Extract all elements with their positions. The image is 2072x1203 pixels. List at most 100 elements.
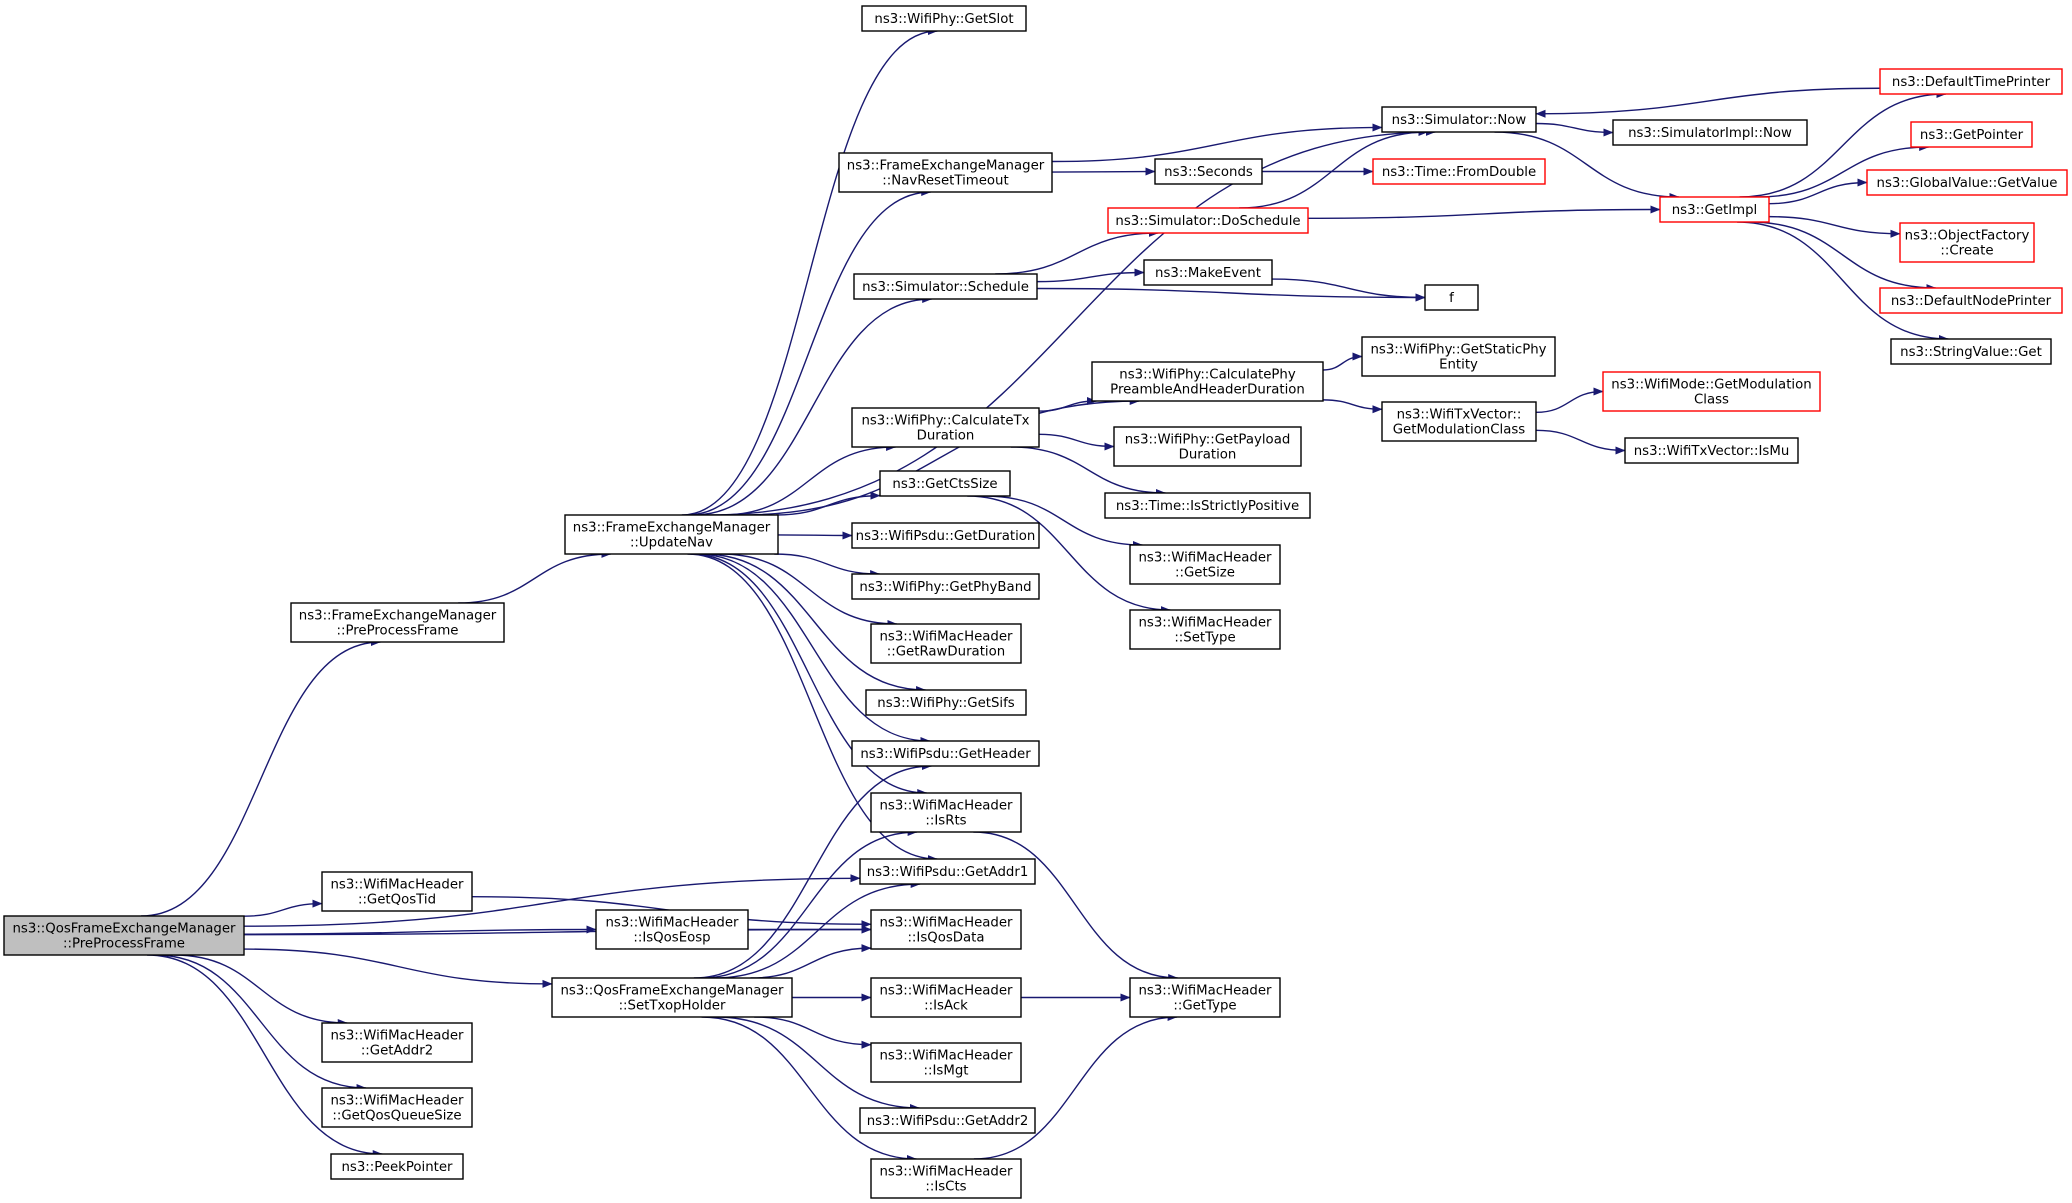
node-txvector_get_mod_class[interactable]: ns3::WifiTxVector::GetModulationClass bbox=[1381, 401, 1537, 442]
node-box-calc_tx_duration[interactable] bbox=[851, 407, 1040, 448]
node-box-fem_preprocess[interactable] bbox=[290, 602, 505, 643]
node-get_impl[interactable]: ns3::GetImpl bbox=[1659, 196, 1770, 223]
node-global_value_get_value[interactable]: ns3::GlobalValue::GetValue bbox=[1866, 169, 2068, 196]
node-box-get_slot[interactable] bbox=[861, 5, 1027, 32]
node-box-set_type[interactable] bbox=[1129, 609, 1281, 650]
node-sim_schedule[interactable]: ns3::Simulator::Schedule bbox=[853, 273, 1038, 300]
node-box-get_impl[interactable] bbox=[1659, 196, 1770, 223]
node-psdu_get_addr2[interactable]: ns3::WifiPsdu::GetAddr2 bbox=[859, 1107, 1036, 1134]
node-string_value_get[interactable]: ns3::StringValue::Get bbox=[1890, 338, 2052, 365]
node-box-default_time_printer[interactable] bbox=[1879, 68, 2063, 95]
node-box-get_type[interactable] bbox=[1129, 977, 1281, 1018]
node-box-string_value_get[interactable] bbox=[1890, 338, 2052, 365]
node-make_event[interactable]: ns3::MakeEvent bbox=[1143, 259, 1273, 286]
node-seconds[interactable]: ns3::Seconds bbox=[1154, 158, 1263, 185]
node-box-is_rts[interactable] bbox=[870, 792, 1022, 833]
node-box-get_cts_size[interactable] bbox=[879, 470, 1011, 497]
node-is_ack[interactable]: ns3::WifiMacHeader::IsAck bbox=[870, 977, 1022, 1018]
node-is_qos_eosp[interactable]: ns3::WifiMacHeader::IsQosEosp bbox=[595, 909, 749, 950]
node-box-get_phy_band[interactable] bbox=[851, 573, 1040, 600]
node-box-set_txop_holder[interactable] bbox=[551, 977, 793, 1018]
node-box-get_qos_tid[interactable] bbox=[321, 871, 473, 912]
node-default_time_printer[interactable]: ns3::DefaultTimePrinter bbox=[1879, 68, 2063, 95]
node-is_rts[interactable]: ns3::WifiMacHeader::IsRts bbox=[870, 792, 1022, 833]
node-is_cts[interactable]: ns3::WifiMacHeader::IsCts bbox=[870, 1158, 1022, 1199]
node-box-global_value_get_value[interactable] bbox=[1866, 169, 2068, 196]
node-is_qos_data[interactable]: ns3::WifiMacHeader::IsQosData bbox=[870, 909, 1022, 950]
node-box-txvector_get_mod_class[interactable] bbox=[1381, 401, 1537, 442]
node-fem_preprocess[interactable]: ns3::FrameExchangeManager::PreProcessFra… bbox=[290, 602, 505, 643]
node-box-get_raw_duration[interactable] bbox=[870, 623, 1022, 664]
node-box-nav_reset_timeout[interactable] bbox=[838, 152, 1053, 193]
node-get_slot[interactable]: ns3::WifiPhy::GetSlot bbox=[861, 5, 1027, 32]
node-object_factory_create[interactable]: ns3::ObjectFactory::Create bbox=[1899, 222, 2035, 263]
node-box-get_payload_duration[interactable] bbox=[1113, 426, 1302, 467]
node-nav_reset_timeout[interactable]: ns3::FrameExchangeManager::NavResetTimeo… bbox=[838, 152, 1053, 193]
node-box-qos_preprocess[interactable] bbox=[3, 915, 245, 956]
node-peek_pointer[interactable]: ns3::PeekPointer bbox=[330, 1153, 464, 1180]
node-default_node_printer[interactable]: ns3::DefaultNodePrinter bbox=[1879, 287, 2063, 314]
node-box-peek_pointer[interactable] bbox=[330, 1153, 464, 1180]
node-f[interactable]: f bbox=[1424, 284, 1479, 311]
node-get_raw_duration[interactable]: ns3::WifiMacHeader::GetRawDuration bbox=[870, 623, 1022, 664]
node-box-is_cts[interactable] bbox=[870, 1158, 1022, 1199]
node-box-make_event[interactable] bbox=[1143, 259, 1273, 286]
node-box-psdu_get_addr2[interactable] bbox=[859, 1107, 1036, 1134]
node-psdu_get_addr1[interactable]: ns3::WifiPsdu::GetAddr1 bbox=[859, 858, 1036, 885]
node-set_type[interactable]: ns3::WifiMacHeader::SetType bbox=[1129, 609, 1281, 650]
node-calc_phy_preamble[interactable]: ns3::WifiPhy::CalculatePhyPreambleAndHea… bbox=[1091, 361, 1324, 402]
node-box-get_addr2_hdr[interactable] bbox=[321, 1022, 473, 1063]
node-box-get_pointer[interactable] bbox=[1910, 121, 2033, 148]
node-box-psdu_get_duration[interactable] bbox=[851, 522, 1040, 549]
node-update_nav[interactable]: ns3::FrameExchangeManager::UpdateNav bbox=[564, 514, 779, 555]
node-box-is_qos_data[interactable] bbox=[870, 909, 1022, 950]
node-get_sifs[interactable]: ns3::WifiPhy::GetSifs bbox=[865, 689, 1027, 716]
node-txvector_is_mu[interactable]: ns3::WifiTxVector::IsMu bbox=[1624, 437, 1799, 464]
node-get_pointer[interactable]: ns3::GetPointer bbox=[1910, 121, 2033, 148]
node-box-calc_phy_preamble[interactable] bbox=[1091, 361, 1324, 402]
node-box-seconds[interactable] bbox=[1154, 158, 1263, 185]
node-box-sim_schedule[interactable] bbox=[853, 273, 1038, 300]
node-wifimode_get_mod_class[interactable]: ns3::WifiMode::GetModulationClass bbox=[1602, 371, 1821, 412]
node-get_qos_tid[interactable]: ns3::WifiMacHeader::GetQosTid bbox=[321, 871, 473, 912]
node-box-is_mgt[interactable] bbox=[870, 1042, 1022, 1083]
node-get_size[interactable]: ns3::WifiMacHeader::GetSize bbox=[1129, 544, 1281, 585]
node-box-is_ack[interactable] bbox=[870, 977, 1022, 1018]
node-get_qos_queue_size[interactable]: ns3::WifiMacHeader::GetQosQueueSize bbox=[321, 1087, 473, 1128]
node-box-sim_now[interactable] bbox=[1381, 106, 1537, 133]
node-get_cts_size[interactable]: ns3::GetCtsSize bbox=[879, 470, 1011, 497]
node-qos_preprocess[interactable]: ns3::QosFrameExchangeManager::PreProcess… bbox=[3, 915, 245, 956]
node-box-simimpl_now[interactable] bbox=[1612, 119, 1808, 146]
node-box-psdu_get_addr1[interactable] bbox=[859, 858, 1036, 885]
node-get_phy_band[interactable]: ns3::WifiPhy::GetPhyBand bbox=[851, 573, 1040, 600]
node-set_txop_holder[interactable]: ns3::QosFrameExchangeManager::SetTxopHol… bbox=[551, 977, 793, 1018]
node-is_strictly_positive[interactable]: ns3::Time::IsStrictlyPositive bbox=[1104, 492, 1311, 519]
node-box-object_factory_create[interactable] bbox=[1899, 222, 2035, 263]
node-box-wifimode_get_mod_class[interactable] bbox=[1602, 371, 1821, 412]
node-psdu_get_header[interactable]: ns3::WifiPsdu::GetHeader bbox=[851, 740, 1040, 767]
node-box-sim_do_schedule[interactable] bbox=[1107, 207, 1309, 234]
node-box-txvector_is_mu[interactable] bbox=[1624, 437, 1799, 464]
node-box-get_sifs[interactable] bbox=[865, 689, 1027, 716]
node-psdu_get_duration[interactable]: ns3::WifiPsdu::GetDuration bbox=[851, 522, 1040, 549]
node-sim_do_schedule[interactable]: ns3::Simulator::DoSchedule bbox=[1107, 207, 1309, 234]
node-box-update_nav[interactable] bbox=[564, 514, 779, 555]
node-box-f[interactable] bbox=[1424, 284, 1479, 311]
node-box-get_qos_queue_size[interactable] bbox=[321, 1087, 473, 1128]
node-simimpl_now[interactable]: ns3::SimulatorImpl::Now bbox=[1612, 119, 1808, 146]
node-time_from_double[interactable]: ns3::Time::FromDouble bbox=[1372, 158, 1546, 185]
node-get_type[interactable]: ns3::WifiMacHeader::GetType bbox=[1129, 977, 1281, 1018]
node-box-time_from_double[interactable] bbox=[1372, 158, 1546, 185]
node-box-is_strictly_positive[interactable] bbox=[1104, 492, 1311, 519]
node-box-psdu_get_header[interactable] bbox=[851, 740, 1040, 767]
node-get_addr2_hdr[interactable]: ns3::WifiMacHeader::GetAddr2 bbox=[321, 1022, 473, 1063]
node-is_mgt[interactable]: ns3::WifiMacHeader::IsMgt bbox=[870, 1042, 1022, 1083]
node-box-default_node_printer[interactable] bbox=[1879, 287, 2063, 314]
node-box-get_static_phy_entity[interactable] bbox=[1361, 336, 1556, 377]
node-box-is_qos_eosp[interactable] bbox=[595, 909, 749, 950]
node-box-get_size[interactable] bbox=[1129, 544, 1281, 585]
node-sim_now[interactable]: ns3::Simulator::Now bbox=[1381, 106, 1537, 133]
